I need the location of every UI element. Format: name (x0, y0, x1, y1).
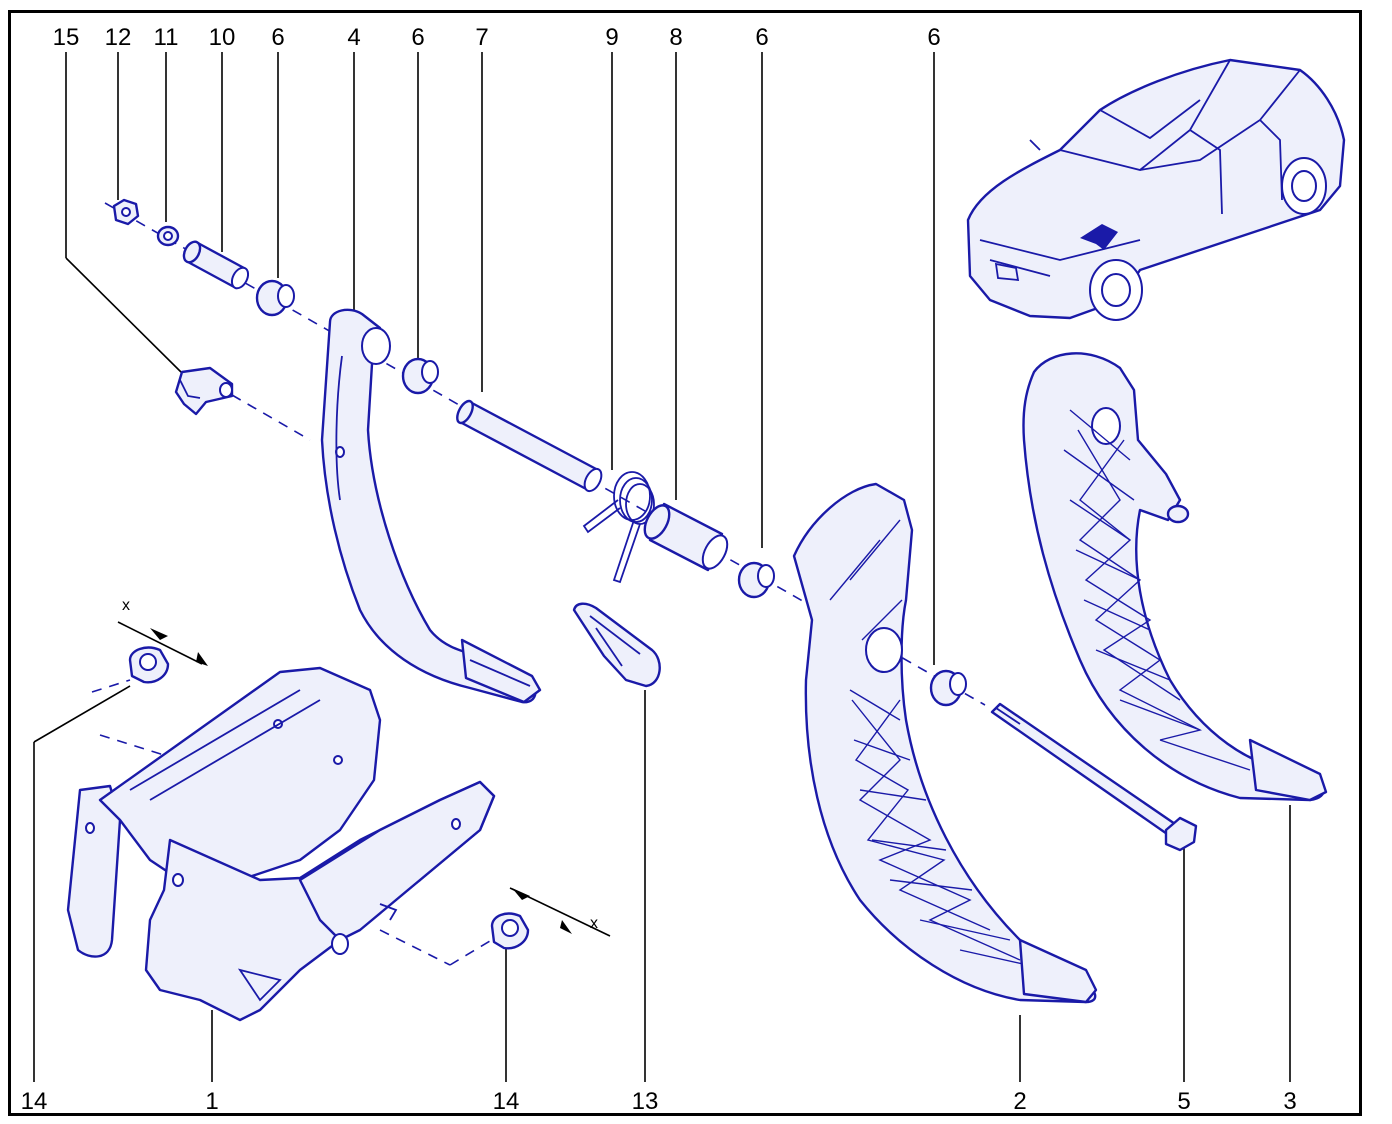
part-14-nut-right (490, 887, 611, 950)
callout-6-a: 6 (271, 24, 285, 51)
part-6-bushing-2 (401, 357, 439, 395)
callout-13: 13 (631, 1088, 659, 1115)
part-10-sleeve (182, 240, 250, 290)
part-6-bushing-4 (929, 669, 967, 707)
car-illustration (966, 58, 1346, 321)
part-15-clip (174, 366, 234, 416)
callout-12: 12 (104, 24, 132, 51)
part-9-spring (582, 471, 655, 584)
part-8-sleeve (643, 502, 729, 572)
callout-9: 9 (605, 24, 619, 51)
part-4-pedal-arm (320, 308, 542, 704)
callout-14-b: 14 (492, 1088, 520, 1115)
dimension-x-right: x (590, 915, 598, 932)
part-13-pedal-pad (572, 602, 661, 688)
leader-lines (33, 52, 1291, 1082)
part-7-shaft (456, 399, 603, 493)
part-6-bushing-1 (255, 279, 295, 317)
callout-6-b: 6 (411, 24, 425, 51)
callout-8: 8 (669, 24, 683, 51)
callout-1: 1 (205, 1088, 219, 1115)
callout-7: 7 (475, 24, 489, 51)
part-2-brake-pedal (792, 482, 1098, 1004)
dimension-x-left: x (122, 597, 130, 614)
callout-10: 10 (208, 24, 236, 51)
part-12-nut (112, 198, 140, 226)
callout-6-d: 6 (927, 24, 941, 51)
callout-15: 15 (52, 24, 80, 51)
part-1-bracket (66, 666, 496, 1022)
callout-2: 2 (1013, 1088, 1027, 1115)
part-6-bushing-3 (737, 561, 775, 599)
part-11-washer (156, 225, 180, 247)
callout-3: 3 (1283, 1088, 1297, 1115)
part-14-nut-left (117, 621, 208, 684)
callout-11: 11 (153, 24, 179, 51)
callout-5: 5 (1177, 1088, 1191, 1115)
callout-6-c: 6 (755, 24, 769, 51)
part-3-accelerator-pedal (1022, 352, 1328, 802)
callout-4: 4 (347, 24, 361, 51)
part-5-bolt (990, 702, 1198, 852)
callout-14-a: 14 (20, 1088, 48, 1115)
